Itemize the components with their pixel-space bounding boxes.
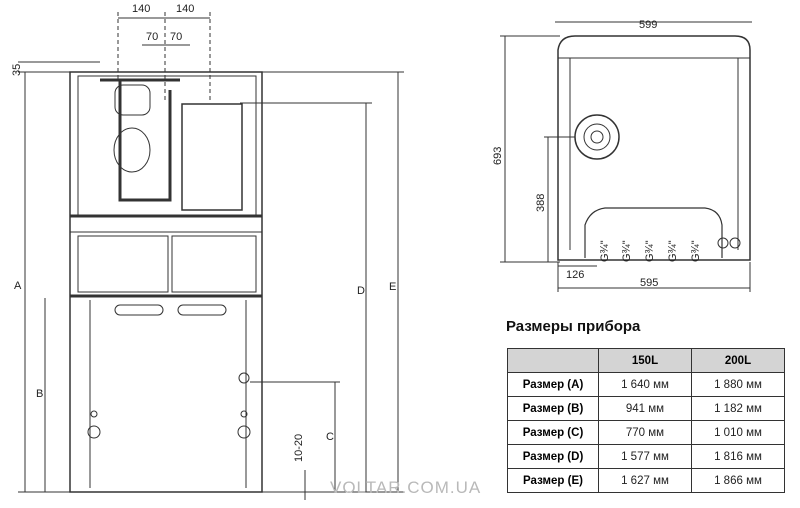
label-c: C: [326, 431, 334, 443]
label-offset: 126: [566, 269, 584, 281]
connection-label: G¾": [667, 240, 679, 262]
label-70-left: 70: [146, 31, 158, 43]
label-e: E: [389, 281, 396, 293]
label-gap: 10-20: [293, 434, 305, 462]
cell: 1 577 мм: [598, 444, 692, 469]
cell: 1 816 мм: [691, 444, 785, 469]
cell: 1 866 мм: [691, 468, 785, 493]
cell: 1 880 мм: [691, 372, 785, 397]
connection-label: G¾": [644, 240, 656, 262]
table-title: Размеры прибора: [506, 318, 641, 335]
row-label: Размер (B): [507, 396, 599, 421]
row-label: Размер (A): [507, 372, 599, 397]
label-70-right: 70: [170, 31, 182, 43]
table-header-row: 150L 200L: [507, 348, 785, 373]
connection-label: G¾": [599, 240, 611, 262]
label-height-conn: 388: [535, 194, 547, 212]
table-header: 200L: [691, 348, 785, 373]
watermark: VOLTAR.COM.UA: [330, 478, 482, 497]
label-140-right: 140: [176, 3, 194, 15]
boiler-front-view: [18, 12, 404, 500]
cell: 941 мм: [598, 396, 692, 421]
connection-labels: G¾" G¾" G¾" G¾" G¾": [599, 240, 702, 262]
table-header: 150L: [598, 348, 692, 373]
cell: 1 627 мм: [598, 468, 692, 493]
label-width-top: 599: [639, 19, 657, 31]
label-140-left: 140: [132, 3, 150, 15]
row-label: Размер (D): [507, 444, 599, 469]
label-a: A: [14, 280, 22, 292]
cell: 1 182 мм: [691, 396, 785, 421]
row-label: Размер (E): [507, 468, 599, 493]
label-d: D: [357, 285, 365, 297]
cell: 770 мм: [598, 420, 692, 445]
row-label: Размер (C): [507, 420, 599, 445]
boiler-top-view: [500, 21, 752, 292]
connection-label: G¾": [621, 240, 633, 262]
table-header: [507, 348, 599, 373]
cell: 1 640 мм: [598, 372, 692, 397]
label-width-bottom: 595: [640, 277, 658, 289]
label-b: B: [36, 388, 43, 400]
cell: 1 010 мм: [691, 420, 785, 445]
connection-label: G¾": [690, 240, 702, 262]
label-top: 35: [11, 64, 23, 76]
label-height: 693: [492, 147, 504, 165]
